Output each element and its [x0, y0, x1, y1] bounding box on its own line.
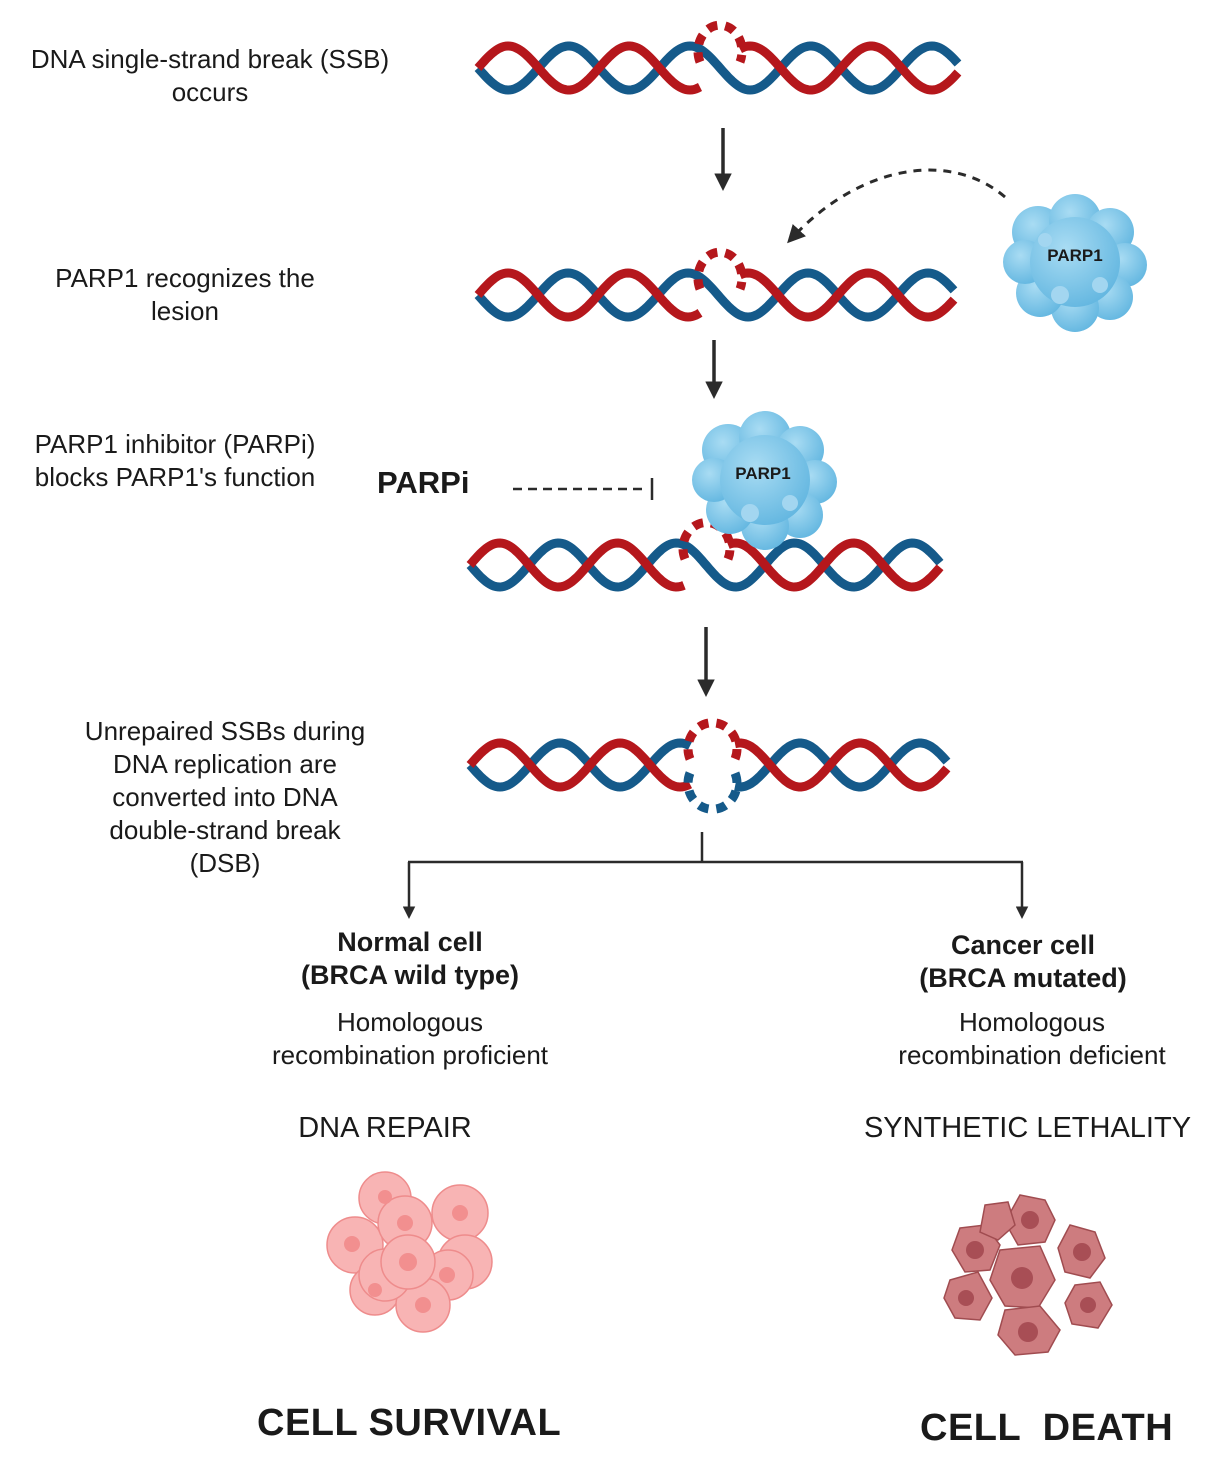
step-inhibit-label: PARP1 inhibitor (PARPi) blocks PARP1's f… — [10, 428, 340, 494]
step-dsb-line-3: converted into DNA — [112, 782, 338, 812]
step-dsb-line-1: Unrepaired SSBs during — [84, 716, 366, 746]
dna-helix-parp1-bound-red-strand-left — [466, 538, 686, 592]
step-ssb-line-2: occurs — [171, 77, 249, 107]
dna-helix-recognition-blue-strand — [474, 268, 958, 322]
cancer-cell-title: Cancer cell (BRCA mutated) — [843, 929, 1203, 995]
parpi-label: PARPi — [377, 465, 470, 500]
step-recognize-label: PARP1 recognizes the lesion — [20, 262, 350, 328]
cancer-cell-title-line-1: Cancer cell — [950, 930, 1096, 960]
step-recognize-line-1: PARP1 recognizes the — [55, 263, 315, 293]
cell-survival-label: CELL SURVIVAL — [257, 1402, 562, 1444]
dna-helix-dsb-red-strand-right — [734, 738, 951, 792]
normal-cell-title: Normal cell (BRCA wild type) — [230, 926, 590, 992]
normal-process-label: DNA REPAIR — [298, 1112, 472, 1144]
step-dsb-line-2: DNA replication are — [113, 749, 337, 779]
dna-helix-ssb-red-strand-left — [474, 41, 703, 95]
normal-cell-desc-line-2: recombination proficient — [271, 1040, 549, 1070]
parp1-label-free: PARP1 — [1047, 246, 1102, 265]
dna-helix-recognition-red-strand-left — [474, 268, 703, 322]
dna-helix-parp1-bound-blue-strand — [466, 538, 944, 592]
normal-cell-cluster-image — [326, 1171, 493, 1333]
step-ssb-label: DNA single-strand break (SSB) occurs — [10, 43, 410, 109]
parp1-protein-bound — [692, 411, 837, 550]
parp1-recruitment-arrow — [787, 168, 1006, 244]
dead-cell-cluster-image — [943, 1194, 1113, 1356]
dna-helix-dsb-red-strand-left — [466, 738, 693, 792]
dna-helix-dsb-ssb-break — [683, 718, 742, 761]
cancer-cell-desc: Homologous recombination deficient — [832, 1006, 1229, 1072]
cancer-process-label: SYNTHETIC LETHALITY — [863, 1112, 1192, 1144]
cancer-cell-desc-line-2: recombination deficient — [898, 1040, 1166, 1070]
step-inhibit-line-2: blocks PARP1's function — [34, 462, 316, 492]
dna-helix-dsb-dsb-break — [683, 771, 742, 814]
step-dsb-line-4: double-strand break — [109, 815, 341, 845]
dna-helix-ssb-blue-strand — [474, 41, 962, 95]
cancer-cell-desc-line-1: Homologous — [959, 1007, 1105, 1037]
parp1-label-bound: PARP1 — [735, 464, 790, 483]
normal-cell-title-line-1: Normal cell — [337, 927, 483, 957]
cell-death-label: CELL DEATH — [920, 1407, 1174, 1449]
dna-helix-dsb-blue-strand — [466, 738, 693, 792]
cancer-cell-title-line-2: (BRCA mutated) — [919, 963, 1127, 993]
step-recognize-line-2: lesion — [151, 296, 219, 326]
dna-helix-ssb-red-strand-right — [737, 41, 962, 95]
step-ssb-line-1: DNA single-strand break (SSB) — [30, 44, 390, 74]
step-inhibit-line-1: PARP1 inhibitor (PARPi) — [34, 429, 316, 459]
dna-helix-recognition-red-strand-right — [738, 268, 958, 322]
step-dsb-line-5: (DSB) — [189, 848, 261, 878]
step-dsb-label: Unrepaired SSBs during DNA replication a… — [40, 715, 410, 880]
dna-helix-parp1-bound-red-strand-right — [726, 538, 944, 592]
normal-cell-title-line-2: (BRCA wild type) — [301, 960, 519, 990]
normal-cell-desc: Homologous recombination proficient — [210, 1006, 610, 1072]
normal-cell-desc-line-1: Homologous — [337, 1007, 483, 1037]
parp1-protein-free — [1003, 194, 1147, 332]
